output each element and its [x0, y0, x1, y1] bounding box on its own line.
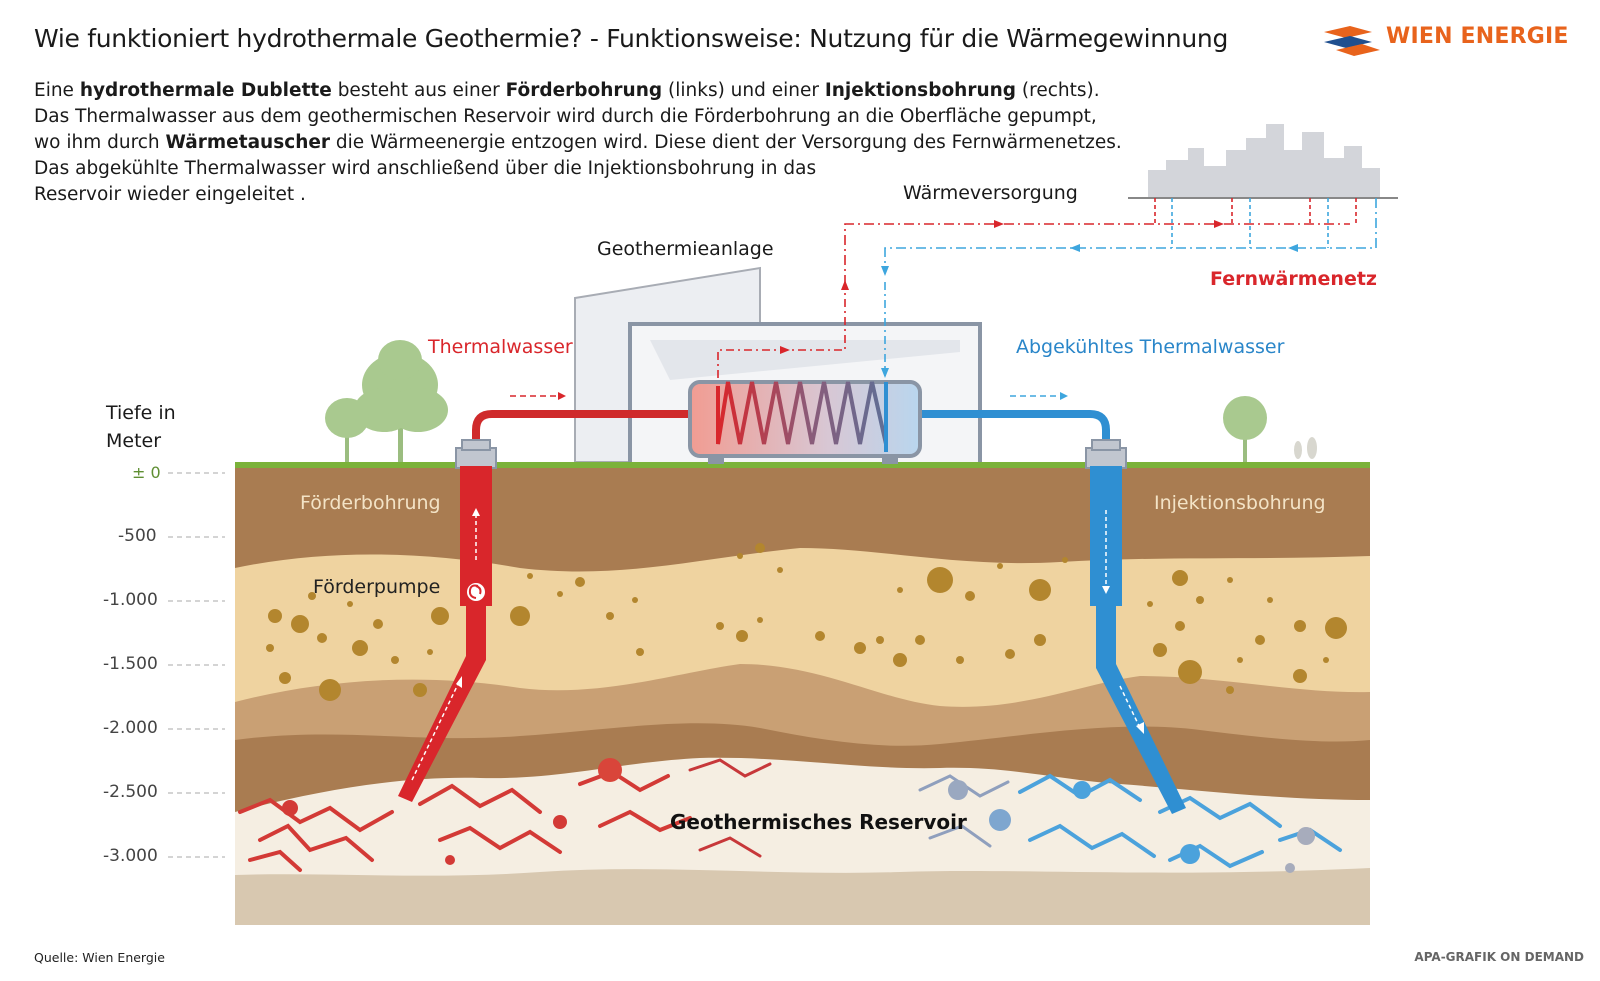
depth-tick-label: ± 0 — [132, 463, 161, 482]
label-waermeversorgung: Wärmeversorgung — [903, 182, 1078, 204]
depth-tick-label: -500 — [118, 526, 157, 546]
pump-icon — [466, 582, 486, 602]
heat-exchanger — [690, 382, 920, 464]
city-skyline-icon — [1148, 124, 1380, 198]
depth-axis-title-2: Meter — [106, 430, 161, 452]
credit-note: APA-GRAFIK ON DEMAND — [1414, 950, 1584, 964]
depth-axis-title-1: Tiefe in — [106, 402, 176, 424]
depth-tick-label: -2.500 — [103, 782, 158, 802]
label-thermalwasser: Thermalwasser — [428, 336, 573, 358]
depth-axis — [168, 473, 225, 857]
label-geothermieanlage: Geothermieanlage — [597, 238, 774, 260]
depth-tick-label: -1.500 — [103, 654, 158, 674]
depth-tick-label: -1.000 — [103, 590, 158, 610]
tree-icon — [325, 340, 448, 466]
source-note: Quelle: Wien Energie — [34, 950, 165, 965]
label-abgekuehltes-thermalwasser: Abgekühltes Thermalwasser — [1016, 336, 1284, 358]
label-foerderbohrung: Förderbohrung — [300, 492, 441, 514]
label-injektionsbohrung: Injektionsbohrung — [1154, 492, 1326, 514]
depth-tick-label: -2.000 — [103, 718, 158, 738]
label-geothermisches-reservoir: Geothermisches Reservoir — [670, 810, 967, 834]
label-foerderpumpe: Förderpumpe — [313, 576, 440, 598]
small-tree-icon — [1223, 396, 1317, 465]
label-fernwaermenetz: Fernwärmenetz — [1210, 268, 1377, 290]
depth-tick-label: -3.000 — [103, 846, 158, 866]
